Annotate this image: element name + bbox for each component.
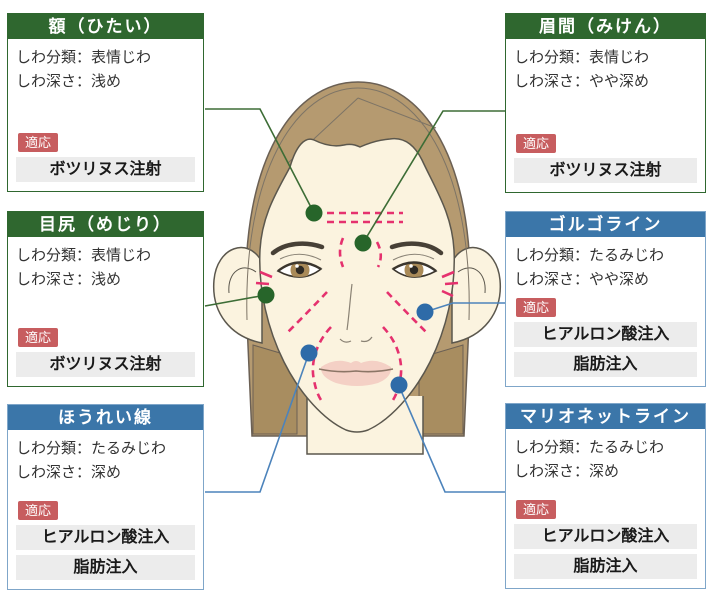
- wrinkle-depth: しわ深さ：やや深め: [514, 271, 650, 288]
- golgo-line-left: [286, 291, 328, 334]
- panel-eye-corner-body: しわ分類：表情じわ しわ深さ：浅め 適応 ボツリヌス注射: [8, 237, 203, 386]
- indication-badge: 適応: [516, 298, 557, 317]
- panel-forehead: 額（ひたい） しわ分類：表情じわ しわ深さ：浅め 適応 ボツリヌス注射: [7, 13, 204, 192]
- indication-badge: 適応: [516, 134, 557, 153]
- wrinkle-classification: しわ分類：たるみじわ: [514, 247, 665, 264]
- marker-golgo: [416, 303, 434, 321]
- treatment-item: 脂肪注入: [514, 554, 697, 579]
- panel-marionette-line-title: マリオネットライン: [506, 404, 705, 429]
- wrinkle-depth: しわ深さ：浅め: [16, 73, 122, 90]
- panel-golgo-line: ゴルゴライン しわ分類：たるみじわ しわ深さ：やや深め 適応 ヒアルロン酸注入 …: [505, 211, 706, 387]
- treatment-item: ヒアルロン酸注入: [16, 525, 195, 550]
- nose: [339, 283, 373, 343]
- panel-nasolabial-body: しわ分類：たるみじわ しわ深さ：深め 適応 ヒアルロン酸注入 脂肪注入: [8, 430, 203, 589]
- panel-eye-corner: 目尻（めじり） しわ分類：表情じわ しわ深さ：浅め 適応 ボツリヌス注射: [7, 211, 204, 387]
- nasolabial-left: [311, 326, 332, 401]
- panel-forehead-body: しわ分類：表情じわ しわ深さ：浅め 適応 ボツリヌス注射: [8, 39, 203, 191]
- panel-golgo-line-body: しわ分類：たるみじわ しわ深さ：やや深め 適応 ヒアルロン酸注入 脂肪注入: [506, 237, 705, 386]
- indication-badge: 適応: [18, 501, 59, 520]
- wrinkle-classification: しわ分類：たるみじわ: [16, 440, 167, 457]
- panel-golgo-line-title: ゴルゴライン: [506, 212, 705, 237]
- wrinkle-depth: しわ深さ：深め: [514, 463, 620, 480]
- connector-nasolabial: [205, 352, 310, 493]
- eyelid-creases: [279, 253, 435, 261]
- eye-right: [391, 261, 438, 278]
- eyebrow-left: [270, 241, 325, 256]
- panel-marionette-line: マリオネットライン しわ分類：たるみじわ しわ深さ：深め 適応 ヒアルロン酸注入…: [505, 403, 706, 589]
- marker-nasolabial: [300, 344, 318, 362]
- connector-eye-corner: [204, 294, 267, 307]
- indication-badge: 適応: [18, 133, 59, 152]
- marker-glabella: [354, 234, 372, 252]
- treatment-item: ボツリヌス注射: [16, 157, 195, 182]
- hair-strands: [246, 87, 470, 321]
- connector-marionette: [398, 385, 505, 493]
- panel-glabella-title: 眉間（みけん）: [506, 14, 705, 39]
- glabella-wrinkles: [338, 237, 383, 268]
- ear-left: [213, 246, 263, 344]
- wrinkle-depth: しわ深さ：深め: [16, 464, 122, 481]
- connector-lines-green: [204, 108, 505, 307]
- connector-forehead: [205, 108, 315, 214]
- wrinkle-depth: しわ深さ：やや深め: [514, 73, 650, 90]
- marker-dots: [257, 204, 434, 394]
- wrinkle-classification: しわ分類：表情じわ: [514, 49, 650, 66]
- eyebrow-right: [389, 241, 444, 256]
- golgo-line-right: [386, 291, 428, 334]
- wrinkle-classification: しわ分類：たるみじわ: [514, 439, 665, 456]
- treatment-item: ボツリヌス注射: [16, 352, 195, 377]
- treatment-item: 脂肪注入: [16, 555, 195, 580]
- indication-badge: 適応: [516, 500, 557, 519]
- treatment-item: ボツリヌス注射: [514, 158, 697, 183]
- eye-left: [276, 261, 323, 278]
- panel-forehead-title: 額（ひたい）: [8, 14, 203, 39]
- panel-glabella: 眉間（みけん） しわ分類：表情じわ しわ深さ：やや深め 適応 ボツリヌス注射: [505, 13, 706, 193]
- wrinkle-depth: しわ深さ：浅め: [16, 271, 122, 288]
- ear-right: [451, 246, 501, 344]
- panel-eye-corner-title: 目尻（めじり）: [8, 212, 203, 237]
- panel-marionette-line-body: しわ分類：たるみじわ しわ深さ：深め 適応 ヒアルロン酸注入 脂肪注入: [506, 429, 705, 588]
- treatment-item: 脂肪注入: [514, 352, 697, 377]
- nasolabial-right: [382, 326, 403, 401]
- treatment-item: ヒアルロン酸注入: [514, 322, 697, 347]
- marker-forehead: [305, 204, 323, 222]
- marker-eye-corner: [257, 286, 275, 304]
- treatment-item: ヒアルロン酸注入: [514, 524, 697, 549]
- lips: [318, 360, 394, 386]
- panel-nasolabial-title: ほうれい線: [8, 405, 203, 430]
- forehead-wrinkles: [327, 211, 403, 224]
- connector-glabella: [362, 110, 505, 244]
- wrinkle-lines: [286, 211, 428, 401]
- wrinkle-classification: しわ分類：表情じわ: [16, 49, 152, 66]
- panel-nasolabial: ほうれい線 しわ分類：たるみじわ しわ深さ：深め 適応 ヒアルロン酸注入 脂肪注…: [7, 404, 204, 590]
- marker-marionette: [390, 376, 408, 394]
- connector-lines-blue: [205, 302, 506, 493]
- wrinkle-classification: しわ分類：表情じわ: [16, 247, 152, 264]
- connector-golgo: [424, 302, 506, 313]
- indication-badge: 適応: [18, 328, 59, 347]
- panel-glabella-body: しわ分類：表情じわ しわ深さ：やや深め 適応 ボツリヌス注射: [506, 39, 705, 192]
